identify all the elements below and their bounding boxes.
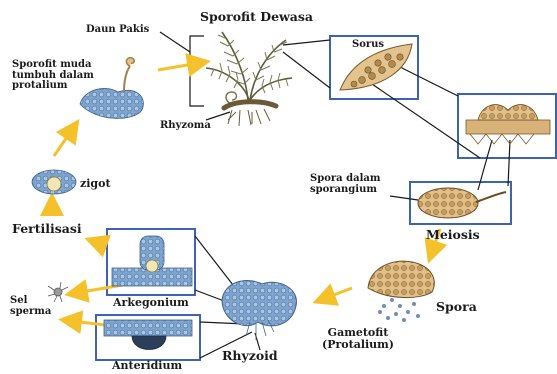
zygote-illustration bbox=[32, 170, 76, 194]
gametofit-label: Gametofit (Protalium) bbox=[322, 327, 394, 350]
sorus-cross-section-illustration bbox=[466, 105, 550, 144]
antheridium-illustration bbox=[104, 320, 192, 350]
spora-label: Spora bbox=[436, 300, 477, 313]
archegonium-illustration bbox=[112, 236, 192, 286]
mature-sporophyte-illustration bbox=[206, 32, 292, 126]
rhyzoma-label: Rhyzoma bbox=[160, 121, 211, 132]
gametophyte-illustration bbox=[222, 281, 296, 340]
sel-sperma-label: Sel sperma bbox=[10, 296, 51, 317]
sorus-illustration bbox=[340, 44, 412, 90]
sporofit-muda-label: Sporofit muda tumbuh dalam protalium bbox=[12, 60, 94, 92]
fertilisasi-label: Fertilisasi bbox=[12, 222, 82, 235]
anteridium-label: Anteridium bbox=[112, 360, 182, 372]
arkegonium-label: Arkegonium bbox=[113, 297, 189, 309]
daun-pakis-label: Daun Pakis bbox=[86, 25, 149, 36]
sorus-label: Sorus bbox=[352, 40, 384, 51]
rhyzoid-label: Rhyzoid bbox=[222, 349, 278, 362]
spora-dalam-sporangium-label: Spora dalam sporangium bbox=[310, 174, 380, 195]
meiosis-label: Meiosis bbox=[426, 228, 480, 241]
sporofit-dewasa-label: Sporofit Dewasa bbox=[200, 10, 313, 23]
zigot-label: zigot bbox=[80, 178, 111, 190]
sporangium-illustration bbox=[418, 188, 506, 218]
spores-illustration bbox=[368, 261, 434, 322]
